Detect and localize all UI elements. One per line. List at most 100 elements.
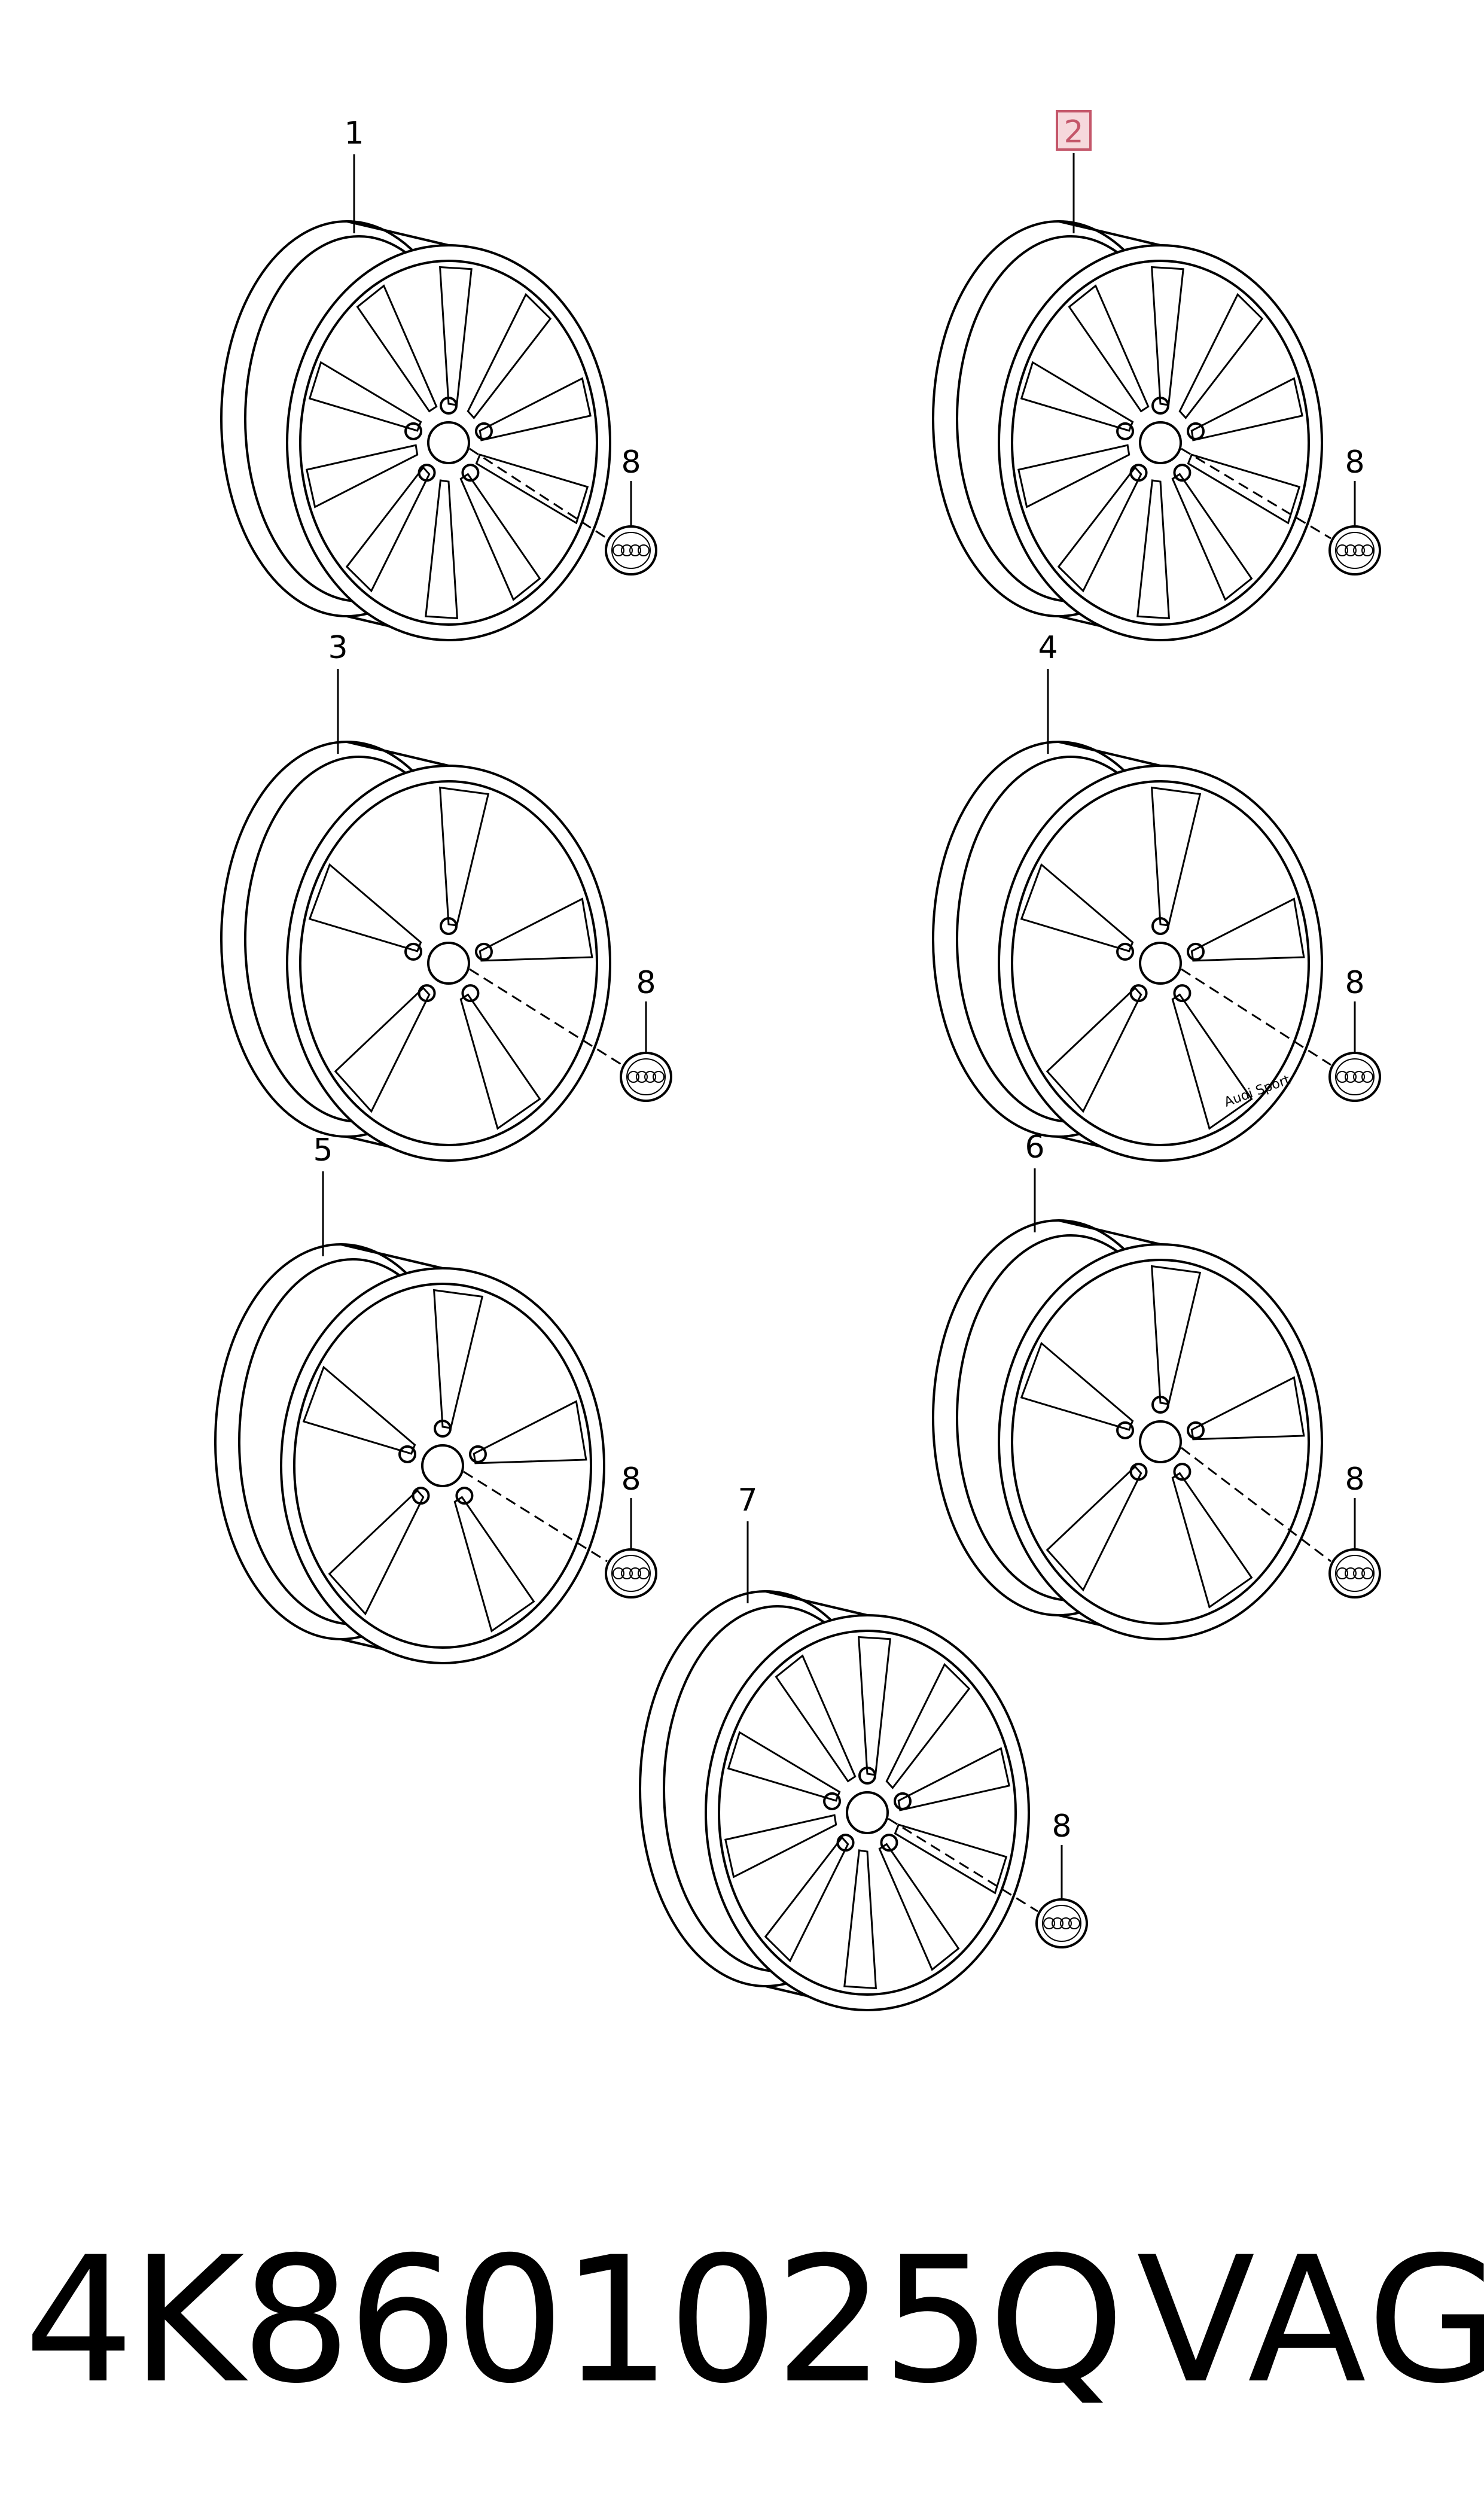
lug-bolt	[440, 917, 458, 935]
spoke	[775, 1654, 857, 1783]
spoke	[467, 293, 552, 419]
hub	[427, 942, 470, 985]
audi-rings-icon	[638, 544, 650, 556]
callout-number: 6	[1025, 1129, 1044, 1165]
hub	[846, 1791, 889, 1834]
leader-line	[469, 447, 608, 540]
lug-bolt	[455, 1487, 474, 1505]
center-cap-badge	[605, 525, 657, 576]
lug-bolt	[893, 1792, 912, 1810]
rim-edge	[1058, 741, 1161, 767]
wheel-face	[998, 765, 1323, 1162]
spoke	[1017, 444, 1130, 509]
lug-bolt	[1129, 984, 1148, 1003]
audi-rings-icon	[1336, 1071, 1348, 1083]
rim-edge	[1058, 1219, 1161, 1246]
audi-rings-icon	[621, 544, 633, 556]
hub	[1139, 942, 1182, 985]
audi-rings-icon	[1052, 1917, 1064, 1929]
audi-rings-icon	[1345, 1567, 1357, 1579]
rim-edge	[346, 741, 449, 767]
wheel-1: 81	[220, 115, 657, 641]
wheel-inner-rim	[299, 780, 598, 1146]
center-cap-badge	[1328, 1052, 1381, 1102]
center-cap-badge	[1328, 1548, 1381, 1599]
wheel-inner-rim	[718, 1630, 1017, 1996]
callout-number: 2	[1064, 114, 1083, 150]
spoke	[1190, 377, 1303, 442]
audi-rings-icon	[638, 1567, 650, 1579]
wheel-inner-rim	[1011, 260, 1310, 626]
badge-callout-number: 8	[1345, 444, 1364, 480]
wheel-3: 83	[220, 630, 672, 1162]
badge-callout-number: 8	[636, 965, 656, 1001]
spoke	[1151, 266, 1184, 406]
audi-rings-icon	[636, 1071, 648, 1083]
audi-rings-icon	[613, 544, 624, 556]
lug-bolt	[1186, 942, 1205, 961]
lug-bolt	[858, 1767, 876, 1785]
badge-callout-number: 8	[621, 444, 641, 480]
center-cap-badge	[620, 1052, 672, 1102]
part-number: 4K8601025Q	[24, 2220, 1125, 2422]
spoke	[1187, 453, 1301, 525]
spoke	[764, 1836, 849, 1963]
center-cap-badge	[1035, 1898, 1088, 1948]
lug-bolt	[1116, 942, 1135, 961]
audi-rings-icon	[629, 544, 641, 556]
spoke	[885, 1663, 971, 1789]
spoke	[334, 987, 431, 1113]
spoke	[345, 466, 431, 593]
spoke	[302, 1365, 416, 1455]
wheel-inner-rim	[1011, 1259, 1310, 1625]
spoke	[897, 1747, 1010, 1811]
spoke	[425, 479, 458, 620]
audi-rings-icon	[627, 1071, 639, 1083]
wheel-face	[998, 1243, 1323, 1640]
spoke	[1178, 293, 1264, 419]
lug-bolt	[461, 464, 480, 482]
audi-rings-icon	[613, 1567, 624, 1579]
lug-bolt	[404, 942, 423, 961]
spoke	[1190, 897, 1305, 962]
wheel-face	[280, 1267, 605, 1664]
wheel-2: 82	[932, 110, 1381, 641]
spoke	[306, 444, 419, 509]
callout-number: 7	[738, 1482, 757, 1518]
highlight-box	[1056, 110, 1092, 151]
spoke	[308, 361, 422, 432]
audi-rings-icon	[1336, 544, 1348, 556]
wheel-face	[286, 244, 611, 641]
wheel-inner-rim	[293, 1283, 592, 1649]
rim-edge	[340, 1243, 443, 1269]
lug-bolt	[418, 464, 436, 482]
spoke	[1150, 1265, 1202, 1405]
wheel-face	[998, 244, 1323, 641]
hub	[427, 421, 470, 464]
lug-bolt	[1151, 917, 1169, 935]
audi-rings-icon	[1068, 1917, 1080, 1929]
audi-rings-icon	[1043, 1917, 1055, 1929]
wheel-inner-rim	[1011, 780, 1310, 1146]
wheel-face	[705, 1614, 1030, 2011]
lug-bolt	[461, 984, 480, 1003]
lug-bolt	[880, 1834, 898, 1852]
center-cap-badge	[605, 1548, 657, 1599]
lug-bolt	[1173, 984, 1192, 1003]
lug-bolt	[412, 1487, 430, 1505]
audi-rings-icon	[1336, 1567, 1348, 1579]
hub	[1139, 1420, 1182, 1463]
spoke	[858, 1636, 891, 1776]
audi-rings-icon	[1353, 1567, 1365, 1579]
center-cap-badge	[1328, 525, 1381, 576]
callout-number: 5	[313, 1132, 333, 1168]
lug-bolt	[474, 942, 493, 961]
wheel-face	[286, 765, 611, 1162]
lug-bolt	[836, 1834, 855, 1852]
spoke	[843, 1849, 877, 1990]
lug-bolt	[1116, 1421, 1135, 1439]
lug-bolt	[398, 1445, 417, 1463]
lug-bolt	[440, 397, 458, 415]
lug-bolt	[1173, 1463, 1192, 1481]
lug-bolt	[1186, 422, 1205, 440]
